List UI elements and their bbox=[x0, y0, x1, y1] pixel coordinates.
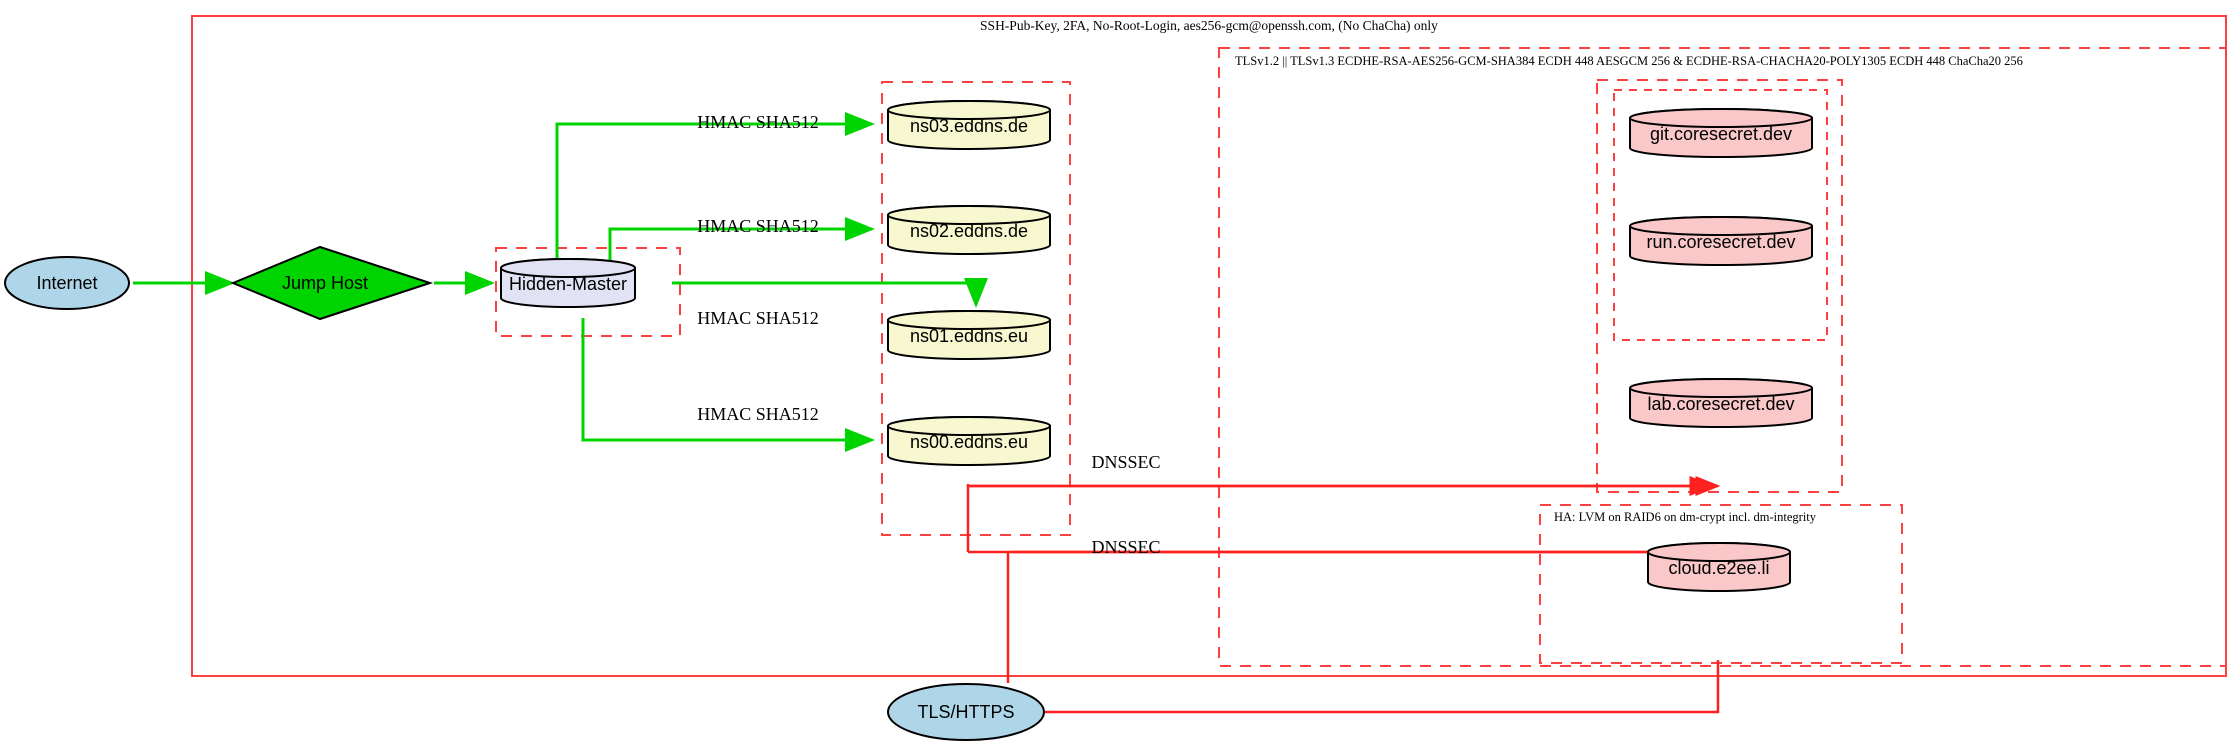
node-lab-coresecret[interactable]: lab.coresecret.dev bbox=[1629, 378, 1813, 428]
cluster-hidden-master-zone bbox=[495, 247, 681, 337]
node-run-coresecret-label: run.coresecret.dev bbox=[1646, 232, 1795, 252]
cluster-tls-zone: TLSv1.2 || TLSv1.3 ECDHE-RSA-AES256-GCM-… bbox=[1218, 47, 2227, 667]
cluster-coresecret-inner-zone bbox=[1613, 89, 1828, 341]
edge-tlshttps-to-ha bbox=[1045, 660, 1720, 714]
edge-label-hmac-ns01: HMAC SHA512 bbox=[697, 308, 819, 328]
edge-label-hmac-ns02: HMAC SHA512 bbox=[697, 216, 819, 236]
node-jump-host[interactable]: Jump Host bbox=[230, 245, 434, 321]
edge-hiddenmaster-to-ns03 bbox=[555, 112, 875, 268]
node-internet-label: Internet bbox=[36, 273, 97, 293]
node-ns01[interactable]: ns01.eddns.eu bbox=[887, 310, 1051, 360]
node-ns00[interactable]: ns00.eddns.eu bbox=[887, 416, 1051, 466]
node-jump-host-label: Jump Host bbox=[282, 273, 368, 293]
node-ns00-label: ns00.eddns.eu bbox=[910, 432, 1028, 452]
node-ns03-label: ns03.eddns.de bbox=[910, 116, 1028, 136]
edge-hiddenmaster-to-ns01 bbox=[672, 278, 988, 308]
node-internet[interactable]: Internet bbox=[4, 256, 130, 310]
node-tls-https[interactable]: TLS/HTTPS bbox=[887, 683, 1045, 741]
node-cloud-e2ee-label: cloud.e2ee.li bbox=[1668, 558, 1769, 578]
edge-label-dnssec-lower: DNSSEC bbox=[1091, 537, 1160, 557]
edge-hiddenmaster-to-ns02 bbox=[608, 217, 875, 268]
node-git-coresecret[interactable]: git.coresecret.dev bbox=[1629, 108, 1813, 158]
node-ns01-label: ns01.eddns.eu bbox=[910, 326, 1028, 346]
cluster-ssh-zone: SSH-Pub-Key, 2FA, No-Root-Login, aes256-… bbox=[191, 15, 2227, 677]
edge-hiddenmaster-to-ns00 bbox=[581, 318, 875, 452]
node-cloud-e2ee[interactable]: cloud.e2ee.li bbox=[1647, 542, 1791, 592]
cluster-ha-zone-label: HA: LVM on RAID6 on dm-crypt incl. dm-in… bbox=[1554, 510, 1817, 524]
node-ns02-label: ns02.eddns.de bbox=[910, 221, 1028, 241]
node-run-coresecret[interactable]: run.coresecret.dev bbox=[1629, 216, 1813, 266]
edge-label-hmac-ns03: HMAC SHA512 bbox=[697, 112, 819, 132]
node-ns03[interactable]: ns03.eddns.de bbox=[887, 100, 1051, 150]
edge-label-hmac-ns00: HMAC SHA512 bbox=[697, 404, 819, 424]
node-git-coresecret-label: git.coresecret.dev bbox=[1650, 124, 1792, 144]
node-tls-https-label: TLS/HTTPS bbox=[917, 702, 1014, 722]
cluster-coresecret-zone bbox=[1596, 79, 1843, 493]
node-hidden-master-label: Hidden-Master bbox=[509, 274, 627, 294]
node-lab-coresecret-label: lab.coresecret.dev bbox=[1647, 394, 1794, 414]
node-hidden-master[interactable]: Hidden-Master bbox=[500, 258, 636, 308]
node-ns02[interactable]: ns02.eddns.de bbox=[887, 205, 1051, 255]
cluster-ssh-zone-label: SSH-Pub-Key, 2FA, No-Root-Login, aes256-… bbox=[980, 18, 1438, 33]
edge-label-dnssec-upper: DNSSEC bbox=[1091, 452, 1160, 472]
cluster-tls-zone-label: TLSv1.2 || TLSv1.3 ECDHE-RSA-AES256-GCM-… bbox=[1235, 54, 2023, 68]
